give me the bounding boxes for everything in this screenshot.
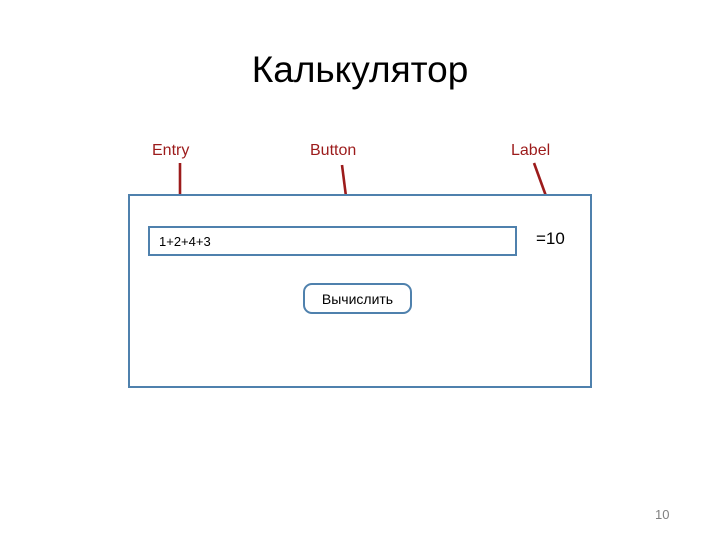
result-label: =10 — [536, 229, 565, 248]
page-title: Калькулятор — [251, 49, 469, 90]
calculate-button[interactable]: Вычислить — [303, 283, 412, 314]
expression-entry-field[interactable]: 1+2+4+3 — [148, 226, 517, 256]
calculate-button-label: Вычислить — [321, 290, 394, 307]
annotation-label-button: Button — [310, 142, 357, 159]
annotation-label-entry: Entry — [152, 142, 190, 159]
expression-entry-value: 1+2+4+3 — [159, 233, 211, 249]
slide-number: 10 — [655, 507, 670, 522]
annotation-label-label: Label — [511, 142, 551, 159]
